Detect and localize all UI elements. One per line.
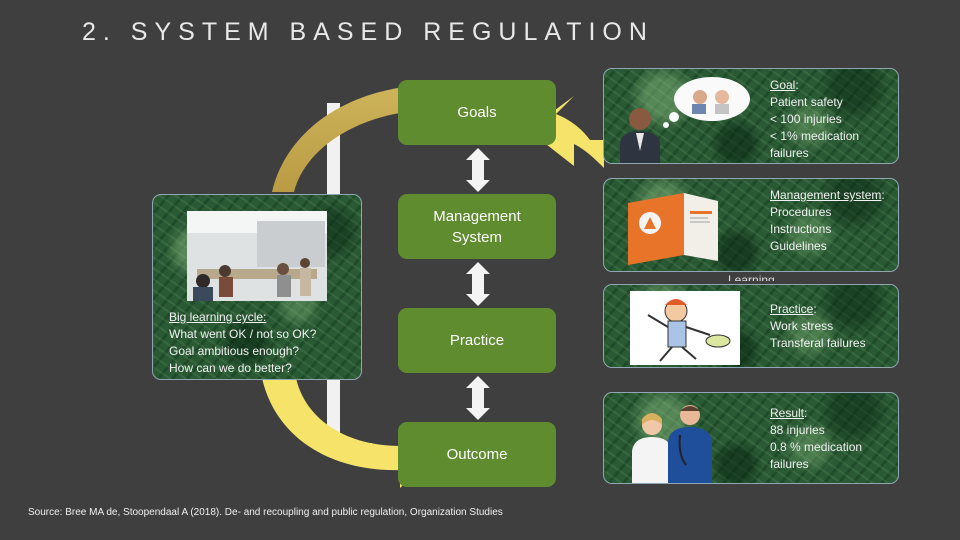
double-arrow-3 [466, 376, 490, 420]
result-line-2: 0.8 % medication [770, 440, 863, 454]
goal-panel: Goal: Patient safety < 100 injuries < 1%… [603, 68, 899, 164]
outcome-label: Outcome [446, 446, 508, 463]
arrow-to-goals [528, 96, 604, 168]
practice-panel-label: Practice [770, 302, 814, 316]
goal-line-3: < 1% medication [770, 129, 860, 143]
learning-question-1: What went OK / not so OK? [169, 327, 317, 341]
learning-question-3: How can we do better? [169, 361, 292, 375]
result-line-3: failures [770, 457, 809, 471]
practice-label: Practice [449, 332, 505, 349]
meeting-room-photo [187, 211, 327, 301]
management-label: Management system [770, 188, 882, 202]
stressed-nurse-cartoon-image [630, 291, 740, 365]
arc-to-outcome [262, 378, 432, 488]
learning-question-2: Goal ambitious enough? [169, 344, 300, 358]
management-line-3: Guidelines [770, 239, 827, 253]
practice-text: Practice: Work stress Transferal failure… [770, 302, 866, 350]
practice-panel: Practice: Work stress Transferal failure… [603, 284, 899, 368]
businessman-with-thought-bubble-image [620, 77, 750, 163]
result-panel: Result: 88 injuries 0.8 % medication fai… [603, 392, 899, 484]
slide-title: 2. SYSTEM BASED REGULATION [82, 18, 654, 46]
procedure-manual-box-image [628, 193, 718, 265]
double-arrow-2 [466, 262, 490, 306]
goal-line-4: failures [770, 146, 809, 160]
management-line-2: Instructions [770, 222, 832, 236]
double-arrow-1 [466, 148, 490, 192]
smiling-doctors-image [632, 405, 712, 483]
management-text: Management system: Procedures Instructio… [770, 188, 885, 253]
goal-line-2: < 100 injuries [770, 112, 842, 126]
source-citation: Source: Bree MA de, Stoopendaal A (2018)… [28, 507, 503, 518]
management-system-panel: Management system: Procedures Instructio… [603, 178, 899, 272]
arc-to-goals [272, 88, 400, 192]
goals-box: Goals [398, 80, 556, 145]
result-label: Result [770, 406, 805, 420]
management-label-line2: System [451, 228, 502, 246]
learning-cycle-heading: Big learning cycle: [169, 310, 267, 324]
learning-fragment: Learning [728, 273, 775, 281]
outcome-box: Outcome [398, 422, 556, 487]
learning-cycle-panel: Big learning cycle: What went OK / not s… [152, 194, 362, 380]
result-text: Result: 88 injuries 0.8 % medication fai… [770, 406, 863, 471]
goal-line-1: Patient safety [770, 95, 843, 109]
goals-label: Goals [457, 104, 497, 121]
goal-text: Goal: Patient safety < 100 injuries < 1%… [770, 78, 860, 160]
management-label-line1: Management [433, 207, 521, 225]
practice-line-2: Transferal failures [770, 336, 866, 350]
management-line-1: Procedures [770, 205, 832, 219]
practice-box: Practice [398, 308, 556, 373]
practice-line-1: Work stress [770, 319, 834, 333]
learning-cycle-text: Big learning cycle: What went OK / not s… [169, 309, 316, 377]
goal-label: Goal [770, 78, 796, 92]
result-line-1: 88 injuries [770, 423, 825, 437]
management-system-box: Management System [398, 194, 556, 259]
